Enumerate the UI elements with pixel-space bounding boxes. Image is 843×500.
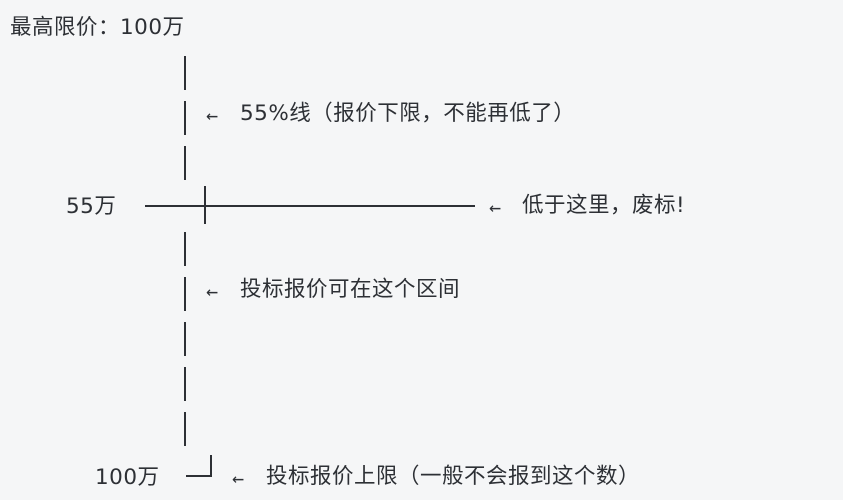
max-price-cap-label: 最高限价：100万	[10, 15, 185, 40]
floor-horizontal-line	[145, 205, 475, 207]
arrow-icon-ceiling: ←	[232, 466, 245, 490]
axis-segment-1	[184, 56, 186, 90]
arrow-icon-below-floor: ←	[489, 195, 502, 219]
elbow-corner-icon	[186, 455, 212, 477]
annotation-ceiling: 投标报价上限（一般不会报到这个数）	[266, 464, 641, 489]
axis-segment-7	[184, 367, 186, 401]
axis-segment-4	[184, 232, 186, 266]
axis-crossing-floor	[204, 186, 206, 224]
axis-segment-5	[184, 277, 186, 311]
axis-segment-6	[184, 322, 186, 356]
ceiling-value-label: 100万	[95, 465, 160, 490]
annotation-below-floor: 低于这里，废标!	[522, 193, 686, 218]
floor-value-label: 55万	[66, 194, 117, 219]
axis-segment-8	[184, 412, 186, 446]
annotation-floor-percent: 55%线（报价下限，不能再低了）	[240, 101, 576, 126]
axis-segment-2	[184, 101, 186, 135]
annotation-valid-range: 投标报价可在这个区间	[240, 277, 461, 302]
arrow-icon-valid-range: ←	[206, 279, 219, 303]
arrow-icon-floor-percent: ←	[206, 103, 219, 127]
axis-segment-3	[184, 146, 186, 180]
